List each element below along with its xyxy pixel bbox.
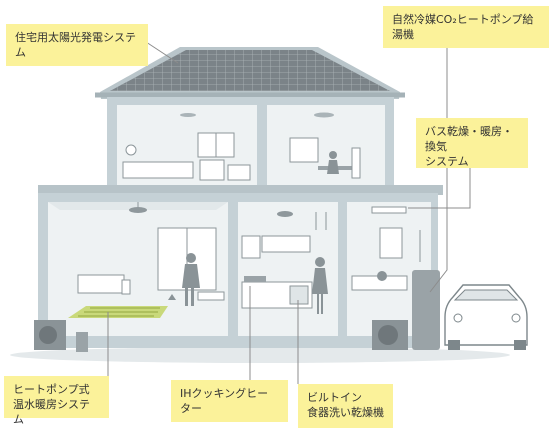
upper-floor	[107, 97, 394, 187]
person-icon	[377, 271, 387, 281]
ceiling-light-icon	[314, 112, 334, 118]
table-icon	[197, 291, 225, 301]
pendant-light-icon	[277, 211, 293, 217]
roof	[95, 47, 405, 99]
bath-dryer-label: バス乾燥・暖房・換気 システム	[416, 118, 528, 168]
sofa-icon	[77, 274, 125, 294]
ceiling-light-icon	[180, 113, 196, 117]
bathtub-icon	[351, 275, 408, 291]
hot-water-unit	[76, 332, 88, 352]
person-icon	[315, 257, 325, 267]
ecocute-tank	[412, 270, 440, 350]
solar-panel-array	[110, 50, 390, 91]
upper-study	[267, 105, 385, 187]
bath-dryer-unit	[371, 206, 407, 214]
outdoor-units	[34, 270, 440, 352]
dishwasher-label: ビルトイン 食器洗い乾燥機	[298, 384, 393, 428]
lamp-icon	[125, 144, 137, 156]
cat-icon	[168, 294, 176, 300]
cabinet-icon	[261, 235, 311, 253]
cabinet-icon	[241, 235, 261, 259]
dresser-icon	[199, 159, 225, 181]
solar-power-label: 住宅用太陽光発電システム	[6, 24, 148, 66]
floor-heating-label: ヒートポンプ式 温水暖房システム	[4, 376, 109, 426]
ground-shadow	[10, 347, 510, 363]
dishwasher-icon	[289, 285, 309, 305]
ih-cooktop-icon	[244, 276, 266, 282]
bath-window-icon	[379, 227, 403, 259]
car-icon	[444, 284, 528, 350]
window-icon	[289, 137, 319, 163]
bed-icon	[122, 161, 194, 179]
person-icon	[186, 253, 196, 263]
person-icon	[329, 151, 337, 159]
ih-cooktop-label: IHクッキングヒーター	[171, 380, 288, 422]
ecocute-label: 自然冷媒CO₂ヒートポンプ給湯機	[383, 6, 549, 48]
lower-floor	[38, 185, 443, 348]
chandelier-icon	[129, 207, 147, 213]
